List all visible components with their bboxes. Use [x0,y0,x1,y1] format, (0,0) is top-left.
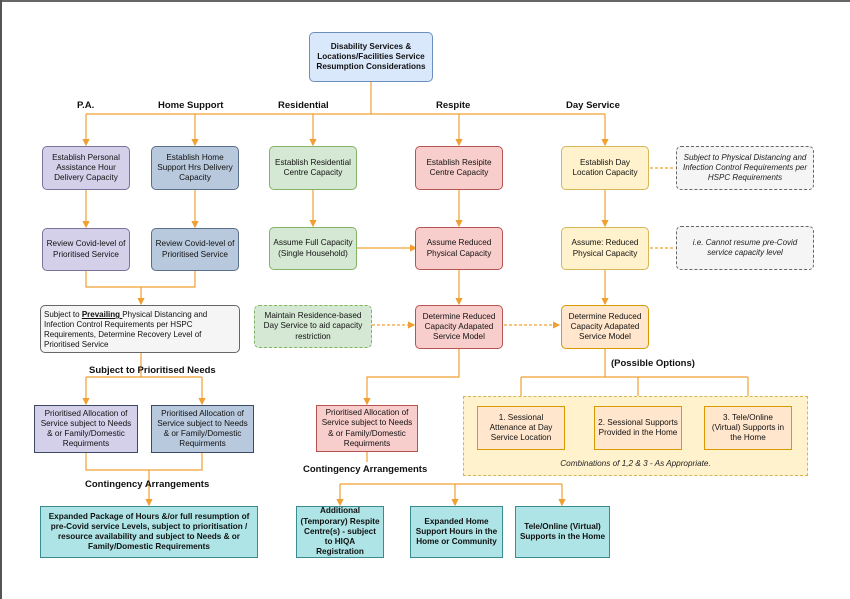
prevailing-prefix: Subject to [44,310,82,319]
residential-step2-node: Assume Full Capacity (Single Household) [269,227,357,270]
day-service-step3-node: Determine Reduced Capacity Adapated Serv… [561,305,649,349]
option-3-node: 3. Tele/Online (Virtual) Supports in the… [704,406,792,450]
pa-step1-node: Establish Personal Assistance Hour Deliv… [42,146,130,190]
contingency-tele-online-node: Tele/Online (Virtual) Supports in the Ho… [515,506,610,558]
column-label-day-service: Day Service [566,100,620,111]
prevailing-rest: Physical Distancing and Infection Contro… [44,310,208,349]
pa-step2-node: Review Covid-level of Prioritised Servic… [42,228,130,271]
connector [363,349,460,406]
prevailing-requirements-node: Subject to Prevailing Physical Distancin… [40,305,240,353]
pre-covid-capacity-note: i.e. Cannot resume pre-Covid service cap… [676,226,814,270]
allocation-left-node: Prioritised Allocation of Service subjec… [34,405,138,453]
options-combination-note: Combinations of 1,2 & 3 - As Appropriate… [560,459,711,468]
respite-allocation-node: Prioritised Allocation of Service subjec… [316,405,418,452]
respite-step1-node: Establish Resipite Centre Capacity [415,146,503,190]
column-label-residential: Residential [278,100,329,111]
day-service-step2-node: Assume: Reduced Physical Capacity [561,227,649,270]
connector [85,271,196,288]
residential-step1-node: Establish Residential Centre Capacity [269,146,357,190]
column-label-pa: P.A. [77,100,95,111]
allocation-right-node: Prioritised Allocation of Service subjec… [151,405,254,453]
contingency-expanded-home-support-node: Expanded Home Support Hours in the Home … [410,506,503,558]
prevailing-emphasis: Prevailing [81,310,123,319]
respite-step2-node: Assume Reduced Physical Capacity [415,227,503,270]
home-support-step2-node: Review Covid-level of Prioritised Servic… [151,228,239,271]
contingency-left-label: Contingency Arrangements [85,479,210,490]
possible-options-label: (Possible Options) [611,358,695,369]
physical-distancing-note: Subject to Physical Distancing and Infec… [676,146,814,190]
contingency-expanded-package-node: Expanded Package of Hours &/or full resu… [40,506,258,558]
column-label-home-support: Home Support [158,100,224,111]
column-label-respite: Respite [436,100,471,111]
home-support-step1-node: Establish Home Support Hrs Delivery Capa… [151,146,239,190]
connector [85,453,203,471]
day-service-step1-node: Establish Day Location Capacity [561,146,649,190]
contingency-temporary-respite-node: Additional (Temporary) Respite Centre(s)… [296,506,384,558]
top-border [2,0,850,2]
root-node: Disability Services & Locations/Faciliti… [309,32,433,82]
respite-step3-node: Determine Reduced Capacity Adapated Serv… [415,305,503,349]
subject-to-needs-label: Subject to Prioritised Needs [89,365,216,376]
residential-step3-node: Maintain Residence-based Day Service to … [254,305,372,348]
option-2-node: 2. Sessional Supports Provided in the Ho… [594,406,682,450]
option-1-node: 1. Sessional Attenance at Day Service Lo… [477,406,565,450]
contingency-mid-label: Contingency Arrangements [303,464,428,475]
